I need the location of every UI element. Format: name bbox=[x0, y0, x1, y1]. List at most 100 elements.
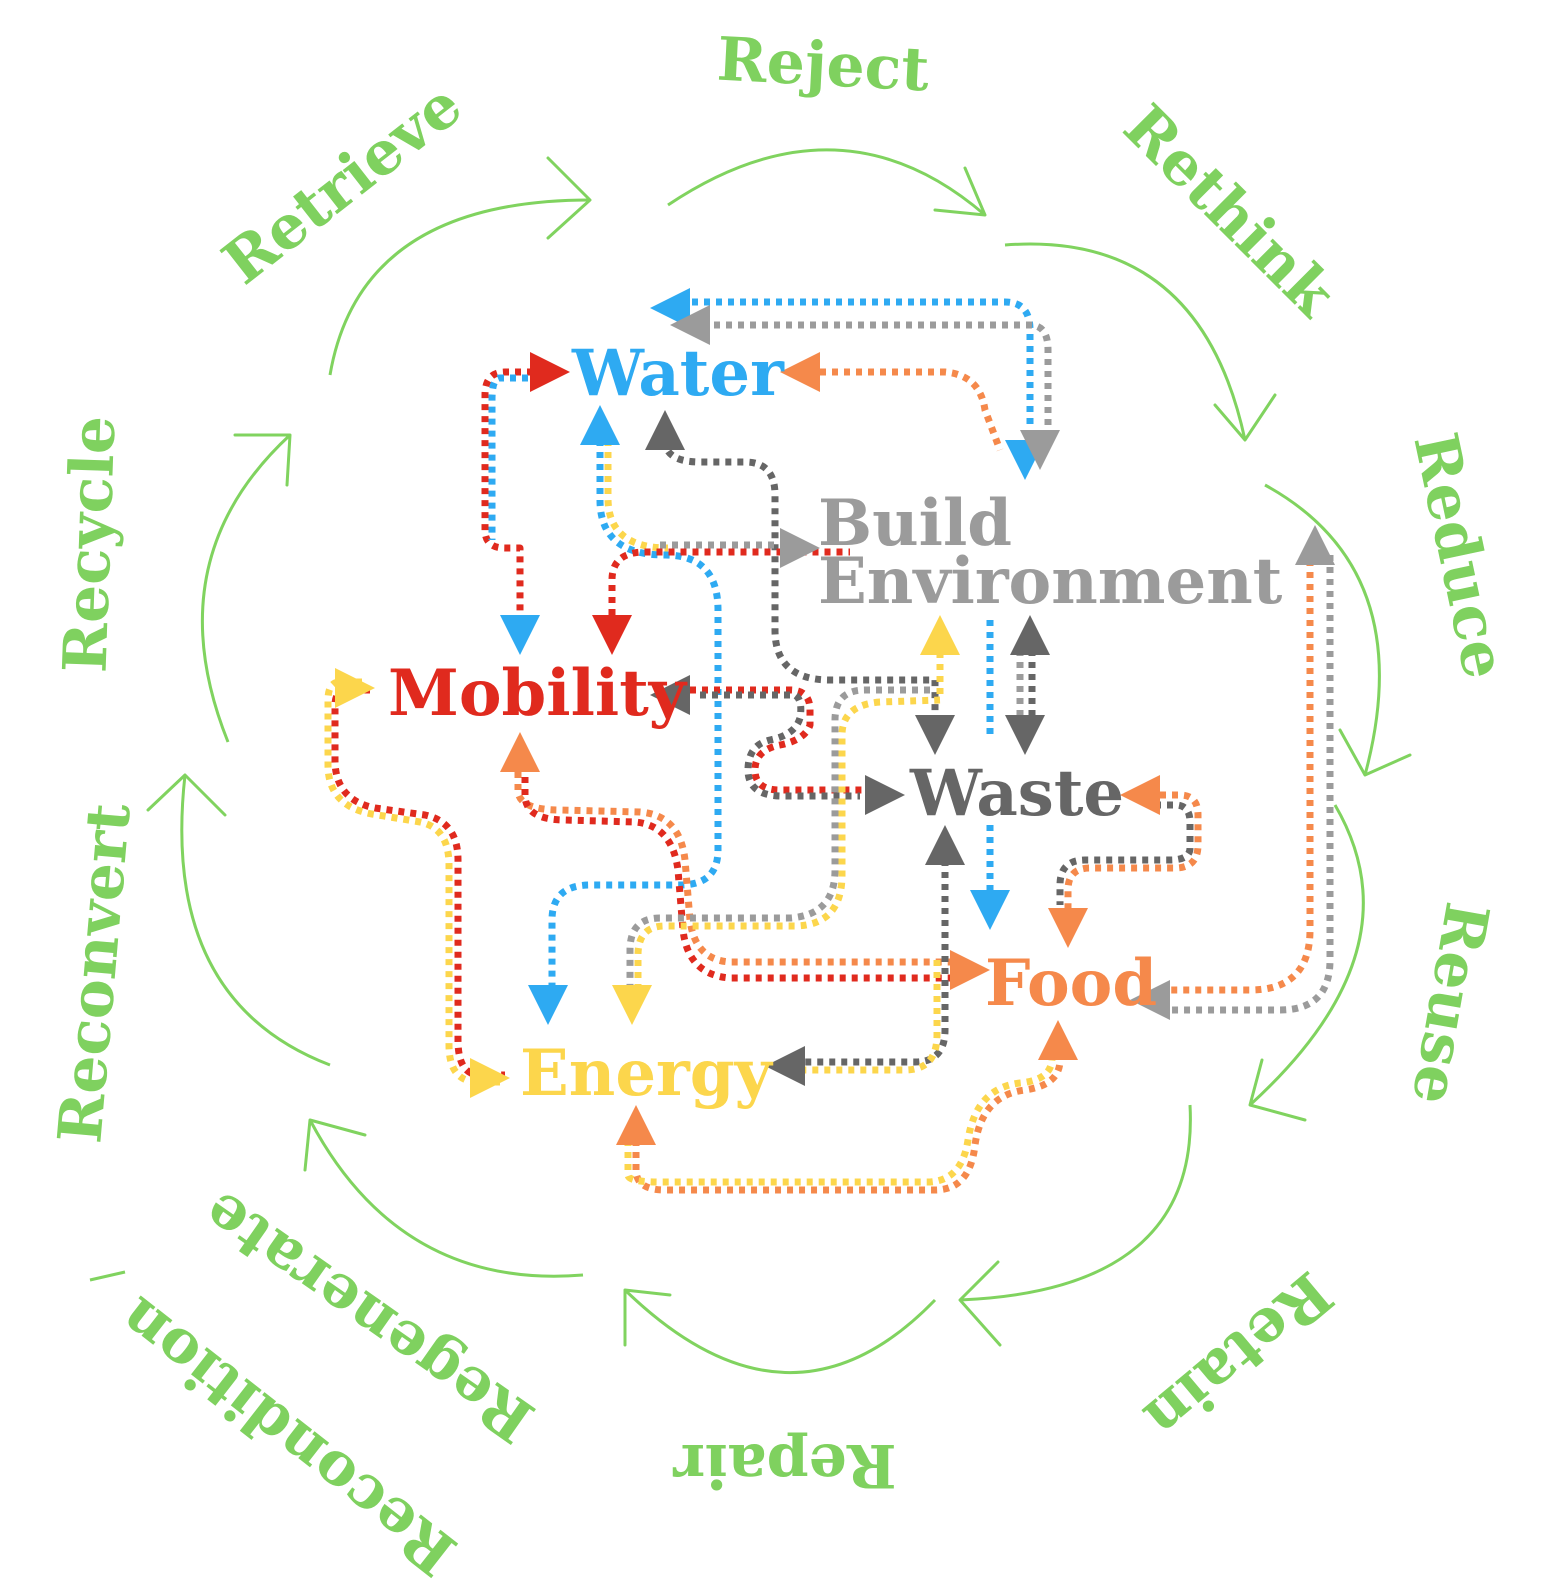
link-waste-food-orange bbox=[1064, 791, 1202, 910]
arrowhead-mobility-right bbox=[650, 675, 690, 715]
arrowhead-water-top-blue bbox=[650, 288, 690, 328]
arrowhead-mobility-left bbox=[335, 668, 375, 708]
link-mobility-food-orange bbox=[514, 760, 965, 966]
cycle-arc-recondition bbox=[89, 1270, 126, 1282]
arrowhead-water-bottom-gray bbox=[645, 410, 685, 450]
arrowhead-food-top-orange bbox=[1048, 908, 1088, 948]
link-water-mobility-blue bbox=[488, 374, 540, 540]
cycle-arrowhead-retrieve bbox=[546, 156, 592, 240]
cycle-arc-reuse bbox=[1248, 804, 1365, 1107]
link-waste-mobility-gray bbox=[700, 691, 860, 800]
arrowhead-water-bottom-blue bbox=[580, 405, 620, 445]
cycle-arrows bbox=[89, 148, 1412, 1374]
node-build-environment-line2: Environment bbox=[818, 544, 1283, 619]
link-food-right-gray bbox=[1170, 555, 1334, 1014]
arrowhead-mobility-top-red bbox=[592, 615, 632, 655]
link-mobility-build-red bbox=[608, 548, 850, 615]
ring-label-reduce: Reduce bbox=[1400, 427, 1520, 684]
ring-label-reconvert: Reconvert bbox=[45, 800, 144, 1146]
node-build-environment-line1: Build bbox=[818, 486, 1012, 561]
arrowhead-food-top-blue bbox=[970, 890, 1010, 930]
arrowhead-right-column-top bbox=[1295, 525, 1335, 565]
interconnection-links bbox=[324, 298, 1334, 1194]
ring-label-reject: Reject bbox=[715, 25, 931, 106]
cycle-arrowhead-repair bbox=[623, 1288, 672, 1347]
cycle-arc-regenerate bbox=[308, 1119, 584, 1278]
cycle-arrowhead-reconvert bbox=[146, 773, 227, 817]
arrowhead-energy-left bbox=[470, 1058, 510, 1098]
link-build-energy-yellow bbox=[634, 640, 944, 1000]
link-water-energy-blue bbox=[548, 440, 722, 995]
cycle-arc-rethink bbox=[1004, 242, 1247, 441]
arrowhead-food-bottom bbox=[1038, 1020, 1078, 1060]
link-water-top-loop-gray bbox=[690, 321, 1052, 440]
arrowhead-mobility-top-blue bbox=[500, 615, 540, 655]
link-water-mobility-red bbox=[481, 368, 545, 618]
link-mobility-energy-red bbox=[331, 686, 505, 1079]
link-build-energy-gray bbox=[626, 686, 930, 1000]
link-build-waste-gray bbox=[661, 439, 939, 720]
cycle-arc-reconvert bbox=[180, 774, 331, 1067]
node-food: Food bbox=[985, 946, 1157, 1021]
cycle-arrowhead-recycle bbox=[233, 433, 292, 487]
ring-label-reuse: Reuse bbox=[1398, 897, 1502, 1110]
link-waste-food-gray bbox=[1056, 801, 1194, 905]
arrowhead-energy-bottom bbox=[616, 1105, 656, 1145]
arrowhead-build-left bbox=[780, 528, 820, 568]
ring-label-retrieve: Retrieve bbox=[210, 70, 475, 298]
link-waste-mobility-red bbox=[690, 686, 880, 794]
link-energy-food-orange bbox=[632, 1048, 1064, 1194]
node-mobility: Mobility bbox=[388, 656, 688, 731]
cycle-arc-recycle bbox=[200, 433, 292, 743]
cycle-arrowhead-regenerate bbox=[303, 1118, 367, 1172]
arrowhead-energy-top-blue bbox=[528, 985, 568, 1025]
cycle-arrowhead-rethink bbox=[1213, 393, 1277, 442]
arrowhead-water-from-mobility bbox=[530, 352, 570, 392]
node-energy: Energy bbox=[520, 1036, 774, 1111]
node-water: Water bbox=[571, 336, 785, 411]
arrowhead-waste-left bbox=[865, 775, 905, 815]
arrowhead-mobility-bottom bbox=[500, 732, 540, 772]
arrowhead-food-right bbox=[1130, 980, 1170, 1020]
arrowhead-waste-right bbox=[1120, 775, 1160, 815]
cycle-arrowhead-reuse bbox=[1248, 1058, 1307, 1122]
sector-nodes: Water Build Environment Mobility Waste F… bbox=[388, 336, 1283, 1111]
link-food-water-orange bbox=[820, 368, 1004, 452]
link-waste-energy-yellow bbox=[790, 960, 941, 1074]
cycle-arrowhead-reject bbox=[933, 166, 987, 217]
arrowhead-waste-top-gray bbox=[915, 715, 955, 755]
arrowhead-waste-top-gray-b bbox=[1005, 715, 1045, 755]
link-waste-energy-gray bbox=[805, 860, 949, 1066]
link-mobility-energy-yellow bbox=[324, 678, 500, 1086]
arrowhead-water-from-food bbox=[780, 352, 820, 392]
link-energy-food-yellow bbox=[624, 1057, 1056, 1186]
link-water-energy-yellow bbox=[604, 440, 669, 552]
arrowhead-energy-top-yellow bbox=[612, 985, 652, 1025]
arrowhead-energy-right bbox=[765, 1046, 805, 1086]
cycle-arc-retain bbox=[959, 1104, 1192, 1302]
cycle-arc-reduce bbox=[1264, 483, 1381, 776]
cycle-arc-retrieve bbox=[328, 198, 591, 376]
arrowhead-waste-bottom bbox=[925, 825, 965, 865]
cycle-arc-repair bbox=[623, 1288, 937, 1374]
link-food-right-orange bbox=[1165, 560, 1314, 994]
ring-labels: Reject Rethink Reduce Reuse Retain Repai… bbox=[45, 25, 1519, 1587]
arrowhead-water-top-gray bbox=[670, 305, 710, 345]
cycle-arrowhead-reduce bbox=[1338, 728, 1412, 777]
cycle-arrowhead-retain bbox=[958, 1260, 1002, 1347]
arrowhead-build-bottom-gray bbox=[1010, 615, 1050, 655]
arrowhead-build-top-gray bbox=[1020, 430, 1060, 470]
cycle-arc-reject bbox=[667, 148, 986, 217]
ring-label-rethink: Rethink bbox=[1110, 92, 1350, 332]
arrowhead-food-left bbox=[950, 950, 990, 990]
ring-label-repair: Repair bbox=[672, 1430, 897, 1500]
node-waste: Waste bbox=[909, 756, 1124, 831]
arrowhead-build-bottom-yellow bbox=[920, 615, 960, 655]
link-water-top-loop-blue bbox=[680, 298, 1034, 455]
ring-label-retain: Retain bbox=[1131, 1257, 1345, 1453]
arrowheads bbox=[335, 288, 1335, 1145]
ring-label-recycle: Recycle bbox=[51, 415, 130, 674]
link-mobility-food-red bbox=[521, 765, 965, 982]
